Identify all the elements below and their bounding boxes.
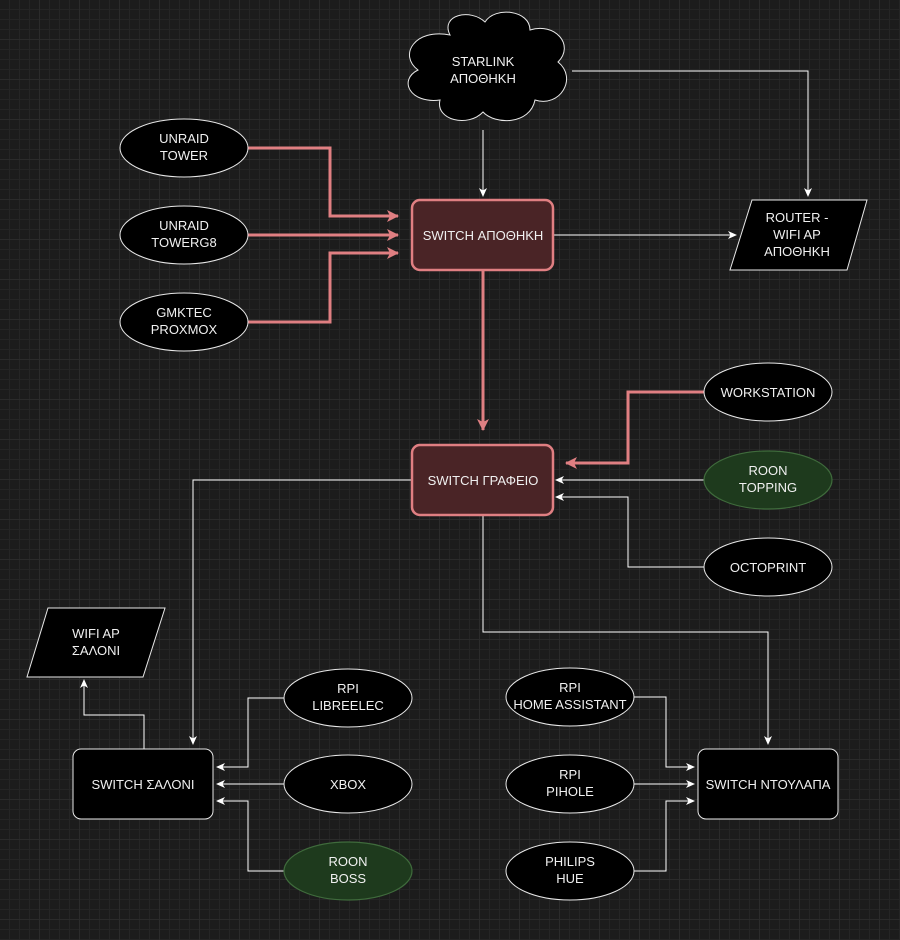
wifi-saloni-label-line1: WIFI AP [72, 626, 120, 641]
roon-topping-node[interactable]: ROON TOPPING [703, 450, 833, 510]
edge-gmktec-to-switch-apothiki [248, 247, 399, 324]
switch-ntoulapa-node[interactable]: SWITCH ΝΤΟΥΛΑΠΑ [697, 748, 839, 820]
edge-octoprint-to-switch-grafeio [555, 493, 704, 568]
gmktec-label-line1: GMKTEC [156, 305, 212, 320]
edge-rpi-libreelec-to-switch-saloni [216, 697, 285, 771]
router-node[interactable]: ROUTER - WIFI AP ΑΠΟΘΗΚΗ [729, 199, 868, 271]
switch-apothiki-node[interactable]: SWITCH ΑΠΟΘΗΚΗ [410, 198, 555, 272]
octoprint-label: OCTOPRINT [730, 560, 806, 575]
philips-hue-label-line2: HUE [556, 871, 584, 886]
switch-ntoulapa-label: SWITCH ΝΤΟΥΛΑΠΑ [706, 777, 831, 792]
edge-starlink-to-router [572, 70, 812, 197]
roon-topping-label-line1: ROON [749, 463, 788, 478]
unraid-tower-label-line1: UNRAID [159, 131, 209, 146]
starlink-cloud[interactable]: STARLINK ΑΠΟΘΗΚΗ [407, 11, 568, 122]
gmktec-proxmox-node[interactable]: GMKTEC PROXMOX [119, 292, 249, 352]
xbox-label: XBOX [330, 777, 366, 792]
edge-philips-hue-to-switch-ntoulapa [634, 797, 695, 872]
roon-topping-label-line2: TOPPING [739, 480, 797, 495]
wifi-saloni-node[interactable]: WIFI AP ΣΑΛΟΝΙ [26, 607, 166, 678]
workstation-label: WORKSTATION [721, 385, 816, 400]
unraid-towerg8-label-line1: UNRAID [159, 218, 209, 233]
switch-saloni-node[interactable]: SWITCH ΣΑΛΟΝΙ [72, 748, 214, 820]
router-label-line3: ΑΠΟΘΗΚΗ [764, 244, 830, 259]
edge-roon-boss-to-switch-saloni [216, 797, 285, 872]
edge-switch-grafeio-to-switch-ntoulapa [482, 515, 772, 745]
edge-rpi-ha-to-switch-ntoulapa [634, 696, 695, 771]
rpi-libreelec-label-line1: RPI [337, 681, 359, 696]
starlink-label-line2: ΑΠΟΘΗΚΗ [450, 71, 516, 86]
edge-unraid-tower-to-switch-apothiki [248, 146, 399, 222]
xbox-node[interactable]: XBOX [283, 754, 413, 814]
edges [80, 70, 812, 872]
nodes: STARLINK ΑΠΟΘΗΚΗ UNRAID TOWER UNRAID TOW… [26, 11, 868, 901]
unraid-towerg8-label-line2: TOWERG8 [151, 235, 217, 250]
roon-boss-label-line2: BOSS [330, 871, 366, 886]
edge-workstation-to-switch-grafeio [565, 390, 704, 469]
rpi-pihole-node[interactable]: RPI PIHOLE [505, 754, 635, 814]
octoprint-node[interactable]: OCTOPRINT [703, 537, 833, 597]
unraid-towerg8-node[interactable]: UNRAID TOWERG8 [119, 205, 249, 265]
switch-grafeio-node[interactable]: SWITCH ΓΡΑΦΕΙΟ [410, 443, 555, 517]
roon-boss-label-line1: ROON [329, 854, 368, 869]
rpi-libreelec-label-line2: LIBREELEC [312, 698, 384, 713]
rpi-home-assistant-node[interactable]: RPI HOME ASSISTANT [505, 667, 635, 727]
gmktec-label-line2: PROXMOX [151, 322, 218, 337]
workstation-node[interactable]: WORKSTATION [703, 362, 833, 422]
philips-hue-node[interactable]: PHILIPS HUE [505, 841, 635, 901]
switch-saloni-label: SWITCH ΣΑΛΟΝΙ [91, 777, 194, 792]
router-label-line2: WIFI AP [773, 227, 821, 242]
switch-grafeio-label: SWITCH ΓΡΑΦΕΙΟ [428, 473, 539, 488]
switch-apothiki-label: SWITCH ΑΠΟΘΗΚΗ [423, 228, 544, 243]
edge-switch-grafeio-to-switch-saloni [189, 479, 412, 745]
unraid-tower-label-line2: TOWER [160, 148, 208, 163]
rpi-ha-label-line1: RPI [559, 680, 581, 695]
rpi-libreelec-node[interactable]: RPI LIBREELEC [283, 668, 413, 728]
rpi-pihole-label-line1: RPI [559, 767, 581, 782]
rpi-ha-label-line2: HOME ASSISTANT [513, 697, 626, 712]
edge-switch-saloni-to-wifi-saloni [80, 679, 145, 749]
rpi-pihole-label-line2: PIHOLE [546, 784, 594, 799]
roon-boss-node[interactable]: ROON BOSS [283, 841, 413, 901]
wifi-saloni-label-line2: ΣΑΛΟΝΙ [72, 643, 120, 658]
router-label-line1: ROUTER - [766, 210, 829, 225]
unraid-tower-node[interactable]: UNRAID TOWER [119, 118, 249, 178]
starlink-label-line1: STARLINK [452, 54, 515, 69]
philips-hue-label-line1: PHILIPS [545, 854, 595, 869]
